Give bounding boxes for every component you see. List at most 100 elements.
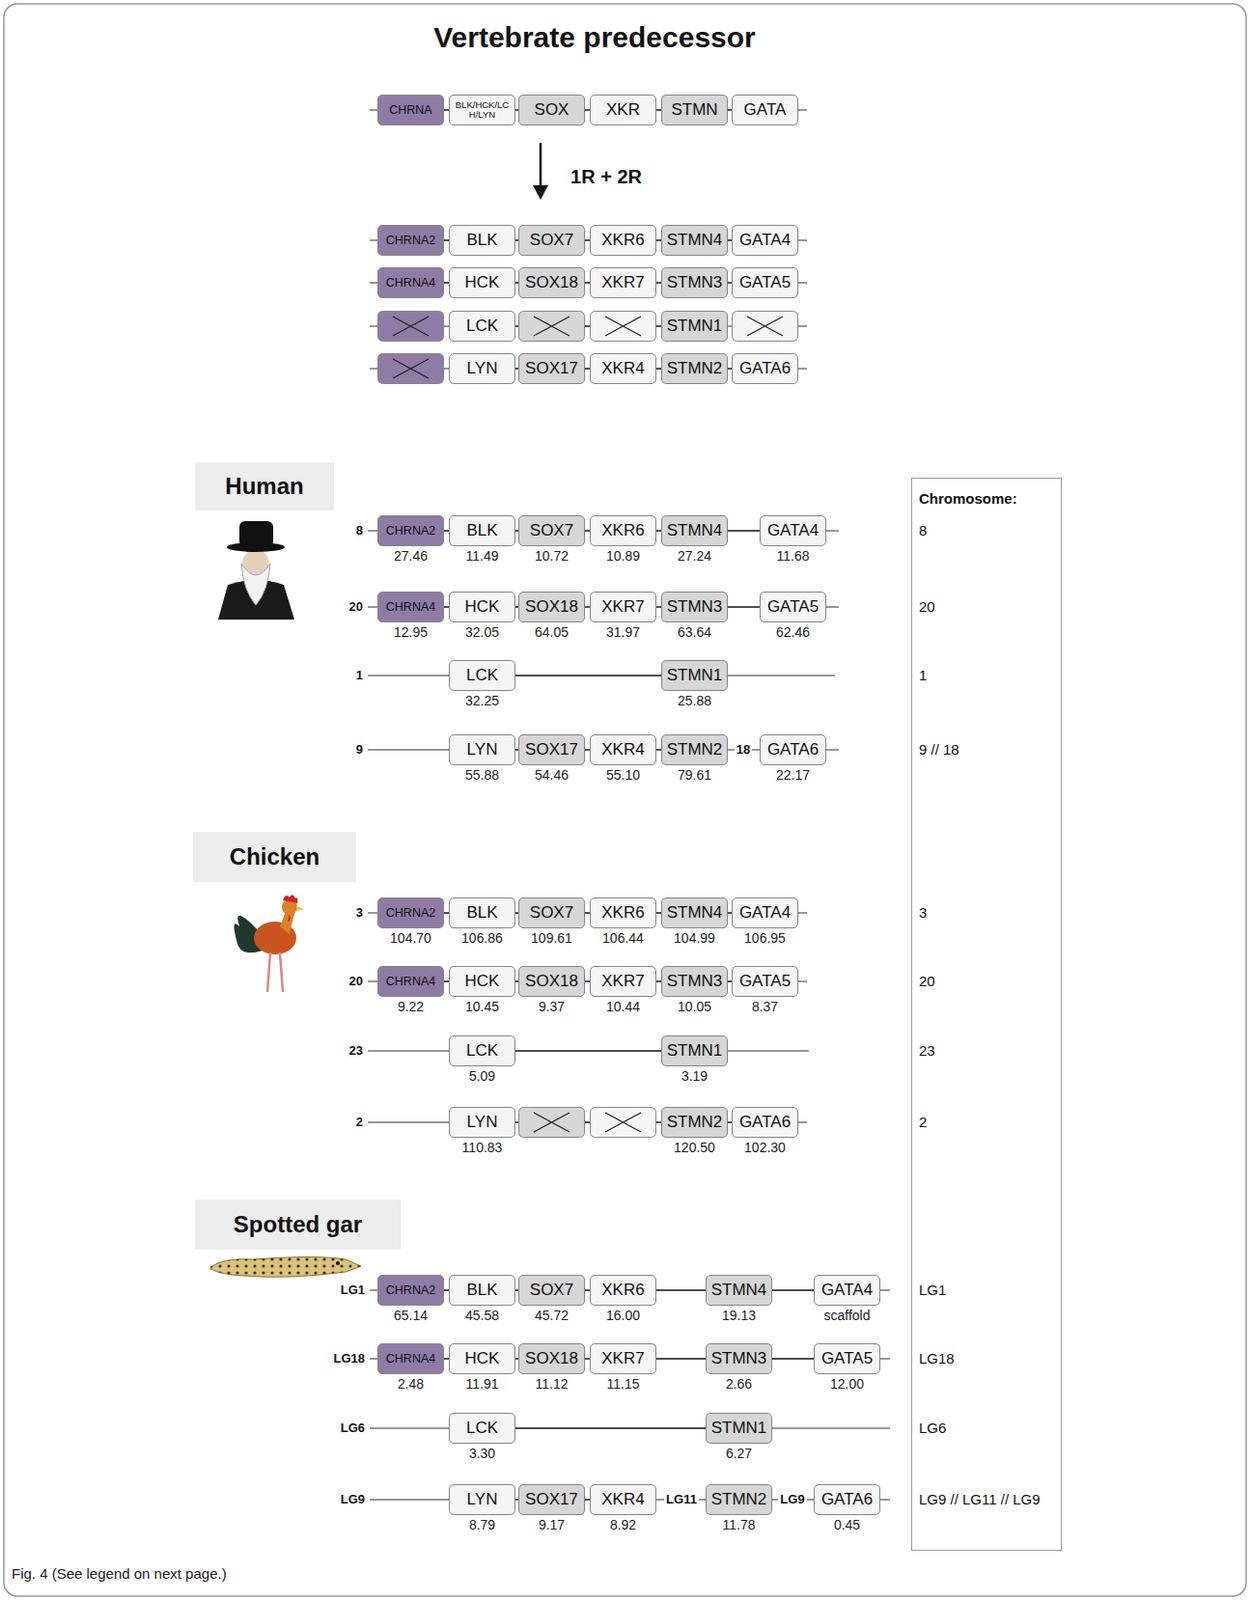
gene-position: 106.86: [461, 930, 503, 946]
gene-name: XKR: [606, 100, 640, 120]
chromosome-label: 20: [347, 599, 365, 615]
gene-position: 0.45: [833, 1517, 861, 1533]
gene-box: BLK: [448, 224, 516, 256]
gene-position: 54.46: [534, 767, 569, 783]
gene-box: CHRNA412.95: [377, 591, 445, 623]
gene-position: 11.15: [607, 1376, 640, 1392]
chromosome-label: 2: [354, 1114, 365, 1131]
gene-position: 55.10: [606, 767, 640, 783]
gene-name: STMN4: [666, 230, 723, 250]
chromosome-line: [369, 1427, 890, 1429]
chromosome-label: 9 // 18: [918, 741, 960, 758]
gene-name: GATA6: [739, 359, 791, 379]
gene-name: CHRNA4: [386, 1352, 436, 1366]
gene-name: XKR7: [601, 1349, 644, 1369]
chromosome-label: 2: [918, 1113, 927, 1131]
chromosome-label: 8: [918, 522, 927, 539]
gene-name: GATA5: [821, 1349, 873, 1369]
figure-title: Vertebrate predecessor: [433, 21, 756, 55]
gene-name: STMN1: [711, 1418, 768, 1439]
gene-box: XKR7: [589, 267, 657, 299]
gene-position: 12.95: [393, 624, 428, 640]
gene-position: 8.92: [610, 1517, 637, 1533]
gene-box: SOX1811.12: [518, 1343, 585, 1375]
gene-position: 62.46: [776, 624, 810, 640]
gene-box: CHRNA4: [377, 267, 445, 299]
gene-name: XKR6: [601, 230, 644, 250]
gene-position: 32.25: [465, 693, 500, 709]
chromosome-label: 20: [918, 598, 936, 615]
gene-name: LYN: [467, 359, 499, 379]
gene-name: LCK: [466, 1418, 499, 1439]
gene-name: SOX18: [525, 597, 579, 617]
chromosome-label: 20: [347, 973, 365, 990]
gene-name: XKR4: [601, 359, 644, 379]
gene-name: XKR7: [601, 597, 644, 617]
gene-box: XKR455.10: [589, 734, 657, 766]
chromosome-label: 1: [918, 666, 927, 684]
gene-name: BLK: [466, 1280, 498, 1301]
chromosome-label: 20: [918, 972, 936, 990]
gene-box: STMN125.88: [661, 660, 728, 692]
gene-name: GATA4: [767, 521, 819, 541]
gene-name: STMN2: [666, 740, 723, 760]
gene-name: SOX: [534, 100, 570, 120]
gene-position: 12.00: [830, 1376, 864, 1392]
gene-box: SOX17: [518, 353, 585, 385]
panel-heading: Chromosome:: [918, 490, 1018, 507]
gene-name: STMN1: [666, 316, 723, 336]
gene-box: BLK106.86: [448, 897, 516, 929]
lost-gene-box: [590, 1108, 657, 1139]
gene-position: 106.44: [602, 930, 644, 946]
gene-box: CHRNA: [377, 94, 445, 126]
gene-box: GATA60.45: [813, 1484, 881, 1516]
gene-box: LYN110.83: [448, 1107, 516, 1139]
chromosome-label: 18: [734, 742, 752, 758]
gene-name: CHRNA4: [386, 600, 436, 614]
gene-name: SOX18: [525, 273, 579, 293]
gene-box: SOX179.17: [518, 1484, 585, 1516]
gene-name: HCK: [465, 972, 500, 992]
gene-box: LCK: [448, 310, 516, 342]
gene-name: SOX17: [525, 740, 579, 760]
gene-name: XKR6: [601, 903, 644, 923]
gene-name: STMN4: [711, 1280, 768, 1301]
gene-box: STMN3: [661, 267, 728, 299]
chromosome-label: 23: [347, 1043, 365, 1059]
gene-name: SOX7: [529, 903, 574, 923]
gene-box: GATA4scaffold: [813, 1275, 881, 1306]
gene-name: BLK: [466, 521, 498, 541]
chromosome-label: 9: [354, 742, 365, 758]
gene-box: CHRNA49.22: [377, 966, 445, 998]
gene-position: 45.58: [465, 1307, 500, 1324]
gene-name: HCK: [465, 273, 500, 293]
gene-box: XKR711.15: [589, 1343, 657, 1375]
gene-position: 11.68: [777, 548, 810, 564]
gene-box: SOX18: [518, 267, 585, 299]
chromosome-label: LG6: [338, 1420, 367, 1437]
gene-position: 106.95: [744, 930, 786, 946]
gene-name: SOX7: [529, 230, 574, 250]
gene-name: GATA5: [739, 273, 791, 293]
gene-name: XKR4: [601, 1490, 644, 1510]
gene-name: SOX7: [529, 1280, 574, 1301]
chromosome-label: LG11: [664, 1492, 699, 1508]
gene-box: XKR731.97: [589, 591, 657, 623]
gene-position: 27.24: [677, 548, 712, 564]
gene-box: XKR610.89: [589, 515, 657, 547]
gene-position: scaffold: [824, 1307, 871, 1324]
gene-position: 32.05: [465, 624, 500, 640]
gene-box: STMN279.61: [661, 734, 728, 766]
gene-position: 104.99: [673, 930, 716, 946]
gene-box: STMN363.64: [661, 591, 728, 623]
gene-box: SOX7: [518, 224, 585, 256]
gene-name: BLK/HCK/LCH/LYN: [455, 100, 510, 120]
gene-position: 9.37: [538, 999, 565, 1015]
gene-name: CHRNA2: [386, 906, 436, 920]
gene-name: HCK: [465, 1349, 500, 1369]
gene-box: GATA6: [731, 353, 799, 385]
gene-box: XKR616.00: [589, 1275, 657, 1306]
gene-name: LYN: [467, 740, 499, 760]
chromosome-link: [515, 674, 662, 676]
chromosome-label: LG9 // LG11 // LG9: [918, 1491, 1041, 1508]
